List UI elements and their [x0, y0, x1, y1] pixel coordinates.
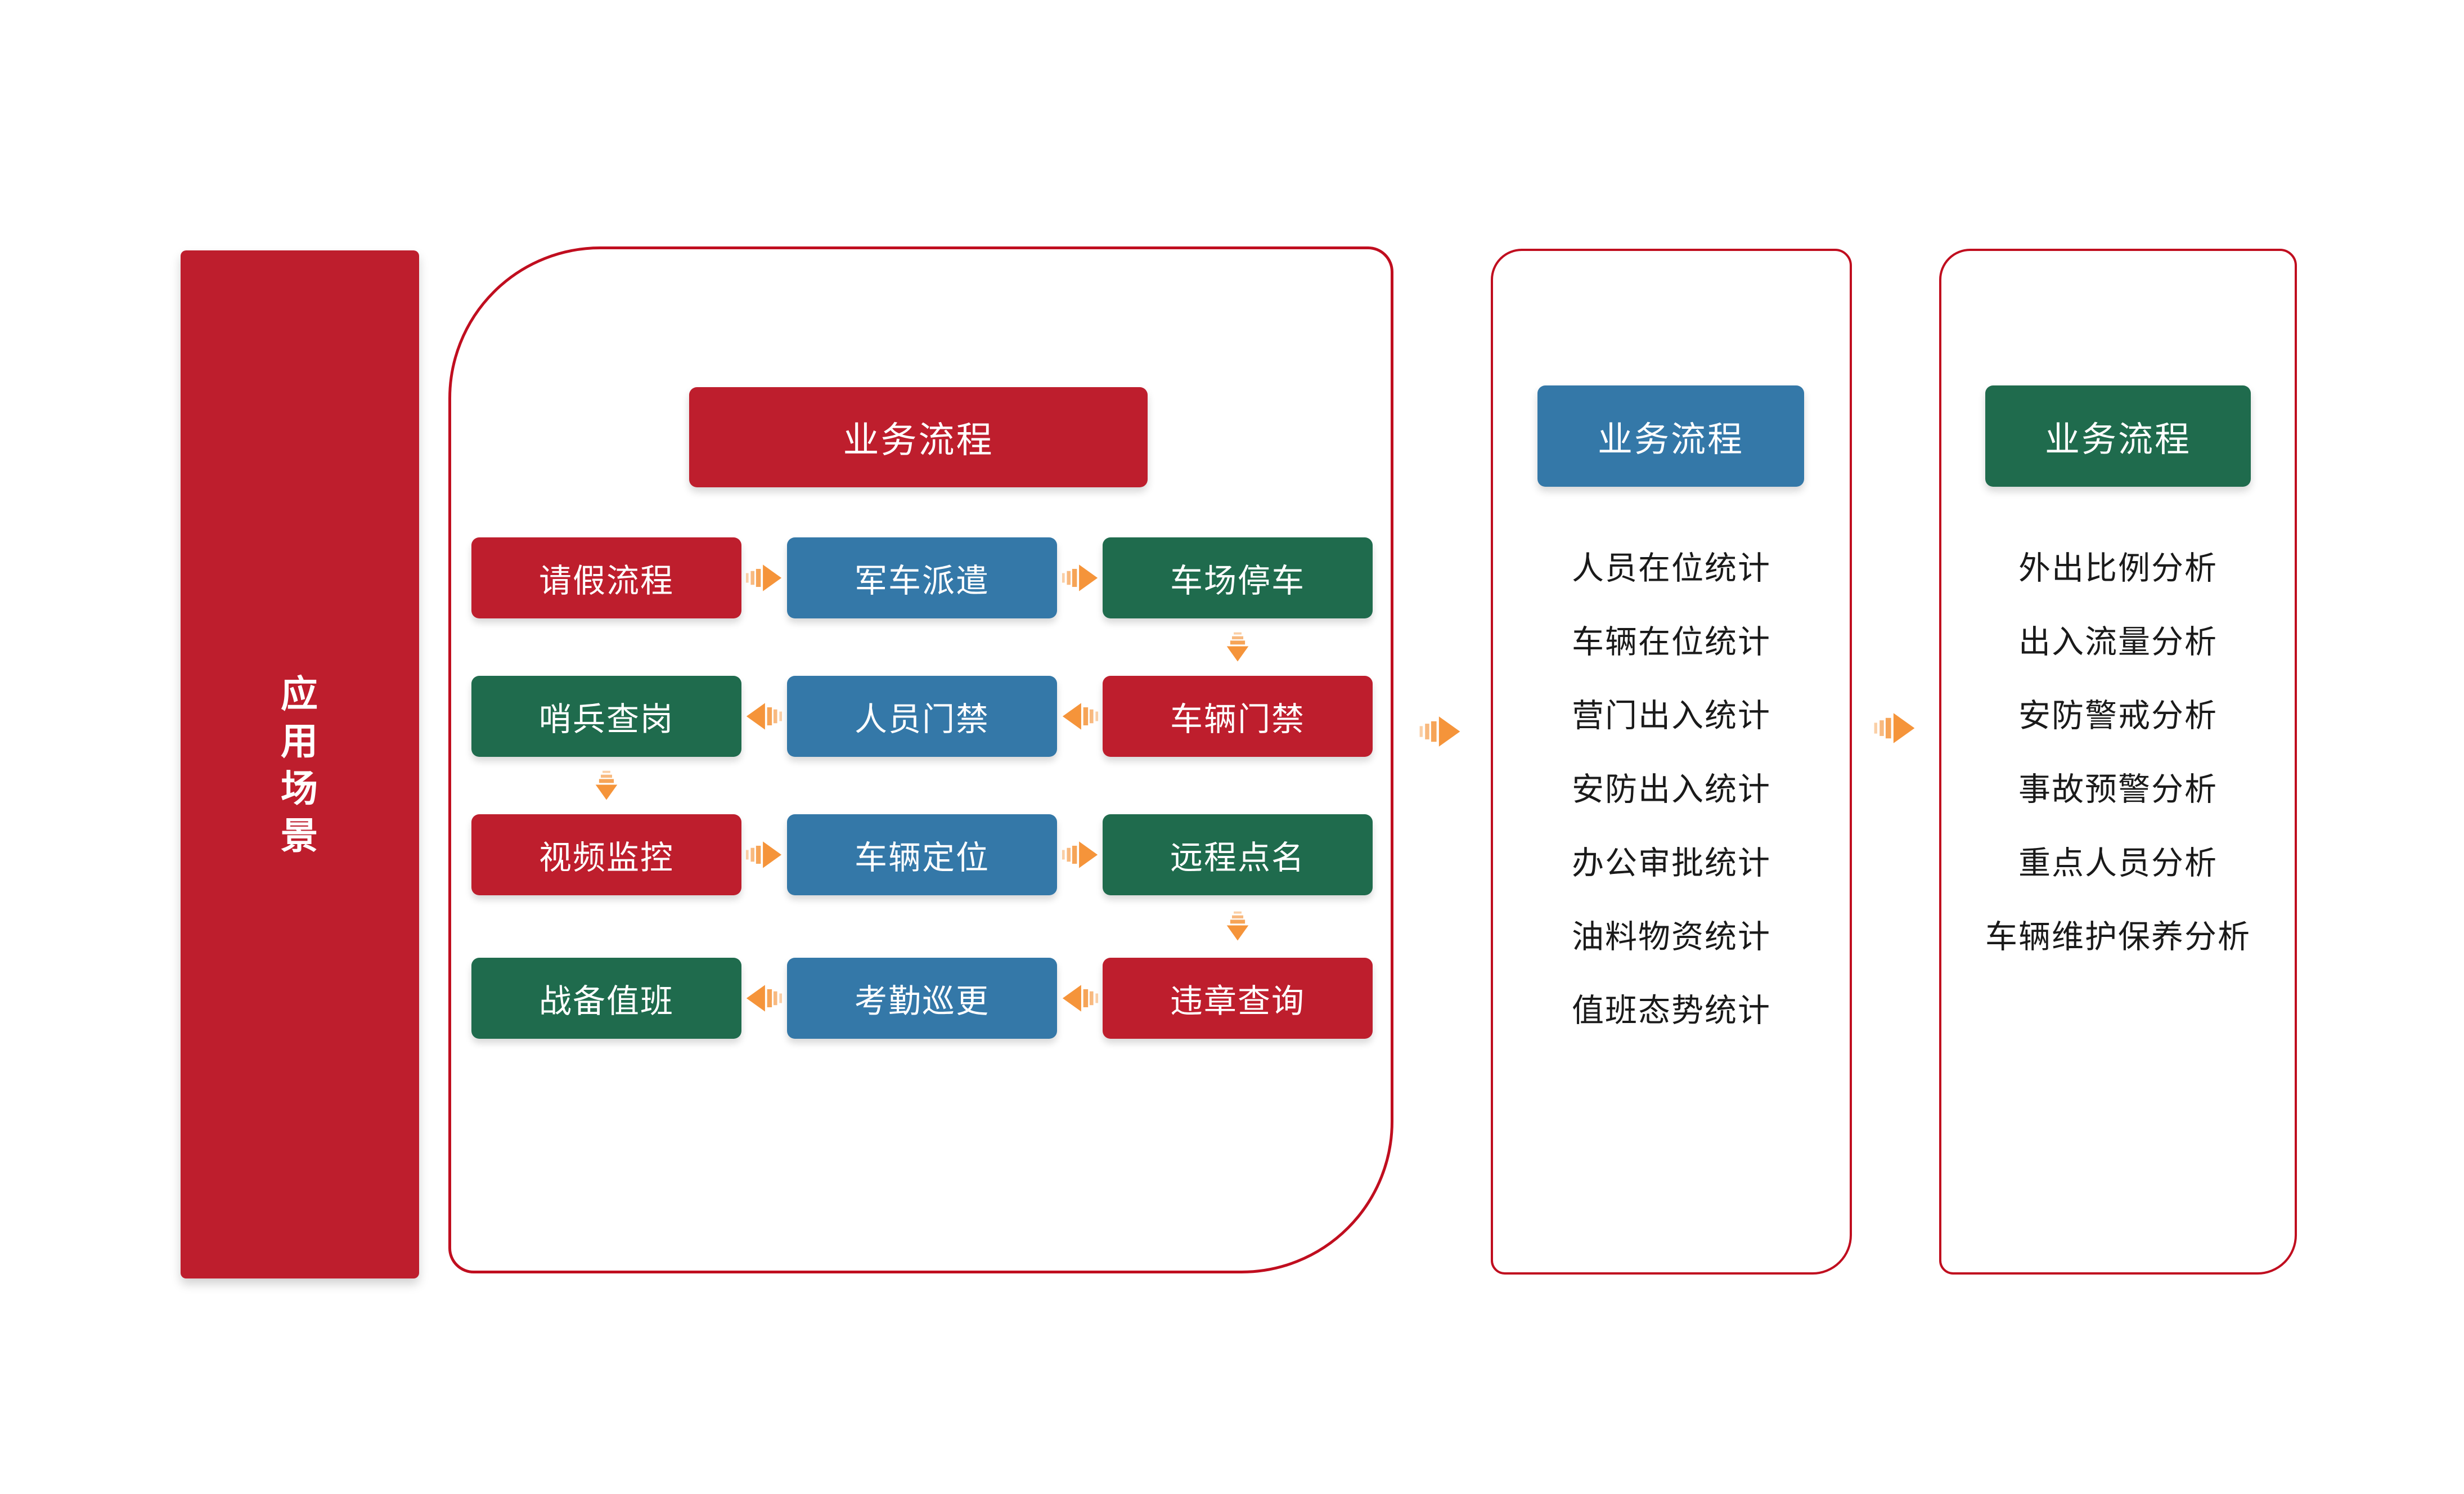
statistics-panel-header: 业务流程	[1537, 385, 1804, 487]
flow-box-kaoqinxungeng: 考勤巡更	[787, 958, 1057, 1039]
panel-connector-arrow-icon	[1873, 711, 1916, 745]
list-item: 安防出入统计	[1572, 771, 1771, 807]
flow-box-shipinjiankong: 视频监控	[471, 814, 741, 895]
flow-arrow-right-icon	[1062, 840, 1099, 870]
flow-arrow-left-icon	[745, 701, 783, 732]
flow-box-chechangtingche: 车场停车	[1103, 537, 1373, 618]
flow-arrow-right-icon	[1062, 563, 1099, 593]
list-item: 安防警戒分析	[2018, 697, 2218, 734]
list-item: 事故预警分析	[2018, 771, 2218, 807]
flow-arrow-right-icon	[745, 563, 783, 593]
flow-arrow-right-icon	[745, 840, 783, 870]
list-item: 重点人员分析	[2018, 845, 2218, 881]
flow-arrow-down-icon	[591, 767, 622, 804]
flow-arrow-left-icon	[1062, 983, 1099, 1013]
application-scenarios-title: 应 用 场 景	[281, 672, 319, 856]
list-item: 办公审批统计	[1572, 845, 1771, 881]
list-item: 外出比例分析	[2018, 550, 2218, 586]
process-panel-header: 业务流程	[689, 387, 1148, 487]
flow-box-renyuanmenjin: 人员门禁	[787, 676, 1057, 757]
flow-arrow-left-icon	[1062, 701, 1099, 732]
statistics-list: 人员在位统计 车辆在位统计 营门出入统计 安防出入统计 办公审批统计 油料物资统…	[1491, 528, 1852, 1044]
flow-box-weizhangchaxun: 违章查询	[1103, 958, 1373, 1039]
analysis-list: 外出比例分析 出入流量分析 安防警戒分析 事故预警分析 重点人员分析 车辆维护保…	[1939, 528, 2297, 971]
list-item: 值班态势统计	[1572, 992, 1771, 1029]
flow-box-cheliangdingwei: 车辆定位	[787, 814, 1057, 895]
flow-box-cheliangmenjin: 车辆门禁	[1103, 676, 1373, 757]
list-item: 油料物资统计	[1572, 918, 1771, 955]
flow-box-qingjialiucheng: 请假流程	[471, 537, 741, 618]
panel-connector-arrow-icon	[1419, 715, 1462, 748]
list-item: 出入流量分析	[2018, 623, 2218, 660]
list-item: 营门出入统计	[1572, 697, 1771, 734]
application-scenarios-bar: 应 用 场 景	[181, 250, 419, 1278]
flow-box-yuanchengdianming: 远程点名	[1103, 814, 1373, 895]
flow-box-shaobingchagang: 哨兵查岗	[471, 676, 741, 757]
flow-arrow-down-icon	[1222, 629, 1253, 666]
list-item: 车辆在位统计	[1572, 623, 1771, 660]
analysis-panel-header: 业务流程	[1985, 385, 2251, 487]
flow-arrow-down-icon	[1222, 908, 1253, 945]
flow-box-junchepaiqian: 军车派遣	[787, 537, 1057, 618]
list-item: 人员在位统计	[1572, 550, 1771, 586]
flow-arrow-left-icon	[745, 983, 783, 1013]
flow-box-zhanbeizhiban: 战备值班	[471, 958, 741, 1039]
list-item: 车辆维护保养分析	[1985, 918, 2251, 955]
